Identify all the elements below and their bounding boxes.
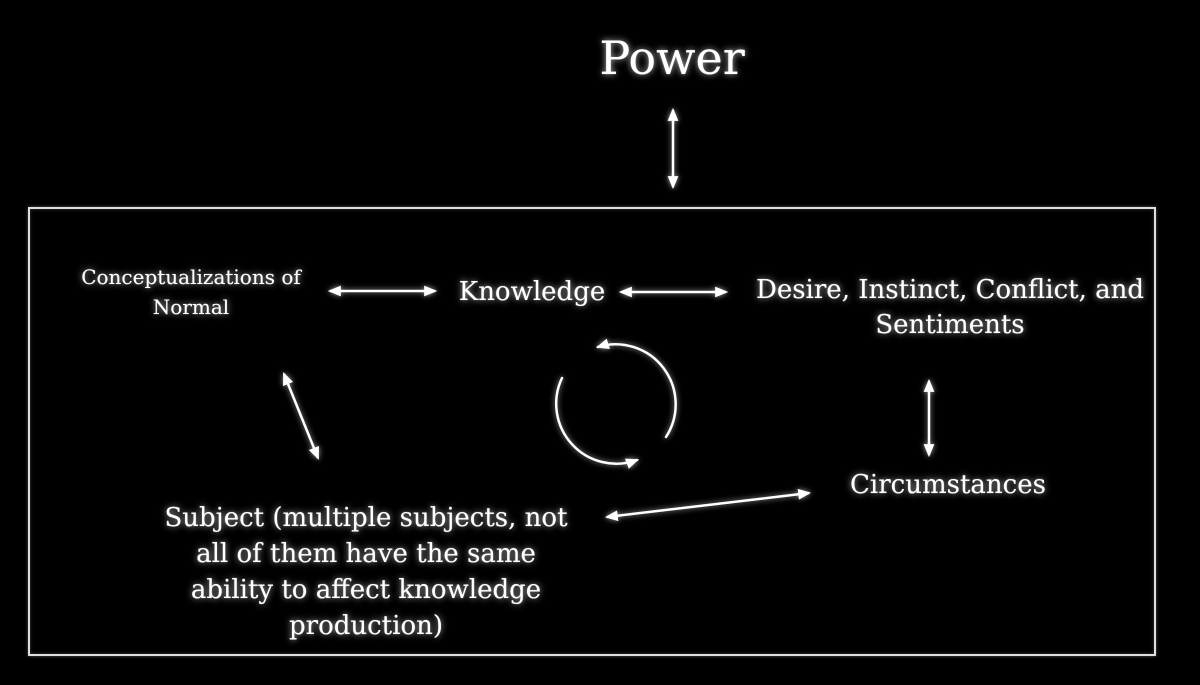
knowledge-cycle-arc-bottom-icon [554, 376, 640, 469]
diagram-frame [28, 207, 1156, 656]
conceptualizations-subject-arrow [282, 371, 320, 461]
page-title: Power [599, 31, 745, 85]
node-knowledge: Knowledge [458, 277, 606, 307]
knowledge-cycle-arc-top-icon [595, 338, 677, 439]
subject-circumstances-arrow [604, 488, 812, 522]
node-circumstances: Circumstances [850, 470, 1046, 500]
